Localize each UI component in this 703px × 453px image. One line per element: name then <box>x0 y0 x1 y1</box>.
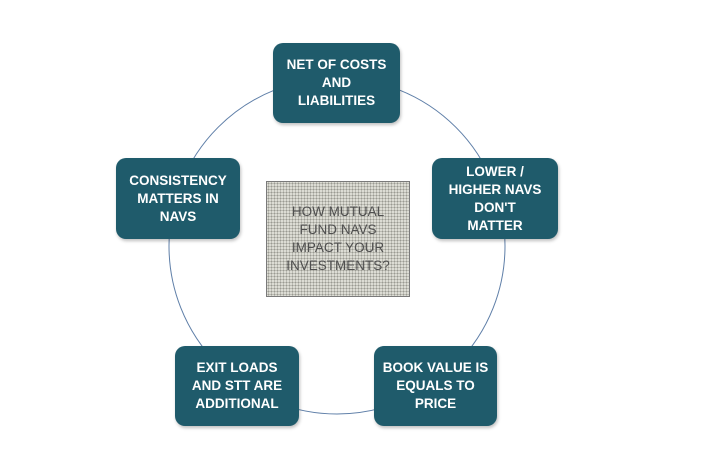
node-lower-higher-navs: LOWER / HIGHER NAVS DON'T MATTER <box>432 158 558 239</box>
node-exit-loads: EXIT LOADS AND STT ARE ADDITIONAL <box>175 346 299 426</box>
node-exit-loads-label: EXIT LOADS AND STT ARE ADDITIONAL <box>191 360 283 411</box>
node-book-value: BOOK VALUE IS EQUALS TO PRICE <box>374 346 497 426</box>
center-question-box: HOW MUTUAL FUND NAVS IMPACT YOUR INVESTM… <box>266 181 410 297</box>
node-lower-higher-navs-label: LOWER / HIGHER NAVS DON'T MATTER <box>448 163 542 233</box>
node-net-of-costs: NET OF COSTS AND LIABILITIES <box>273 43 400 123</box>
node-consistency: CONSISTENCY MATTERS IN NAVS <box>116 158 240 239</box>
center-question-text: HOW MUTUAL FUND NAVS IMPACT YOUR INVESTM… <box>286 204 390 273</box>
node-book-value-label: BOOK VALUE IS EQUALS TO PRICE <box>382 360 489 411</box>
node-consistency-label: CONSISTENCY MATTERS IN NAVS <box>129 172 227 224</box>
node-net-of-costs-label: NET OF COSTS AND LIABILITIES <box>286 57 387 108</box>
